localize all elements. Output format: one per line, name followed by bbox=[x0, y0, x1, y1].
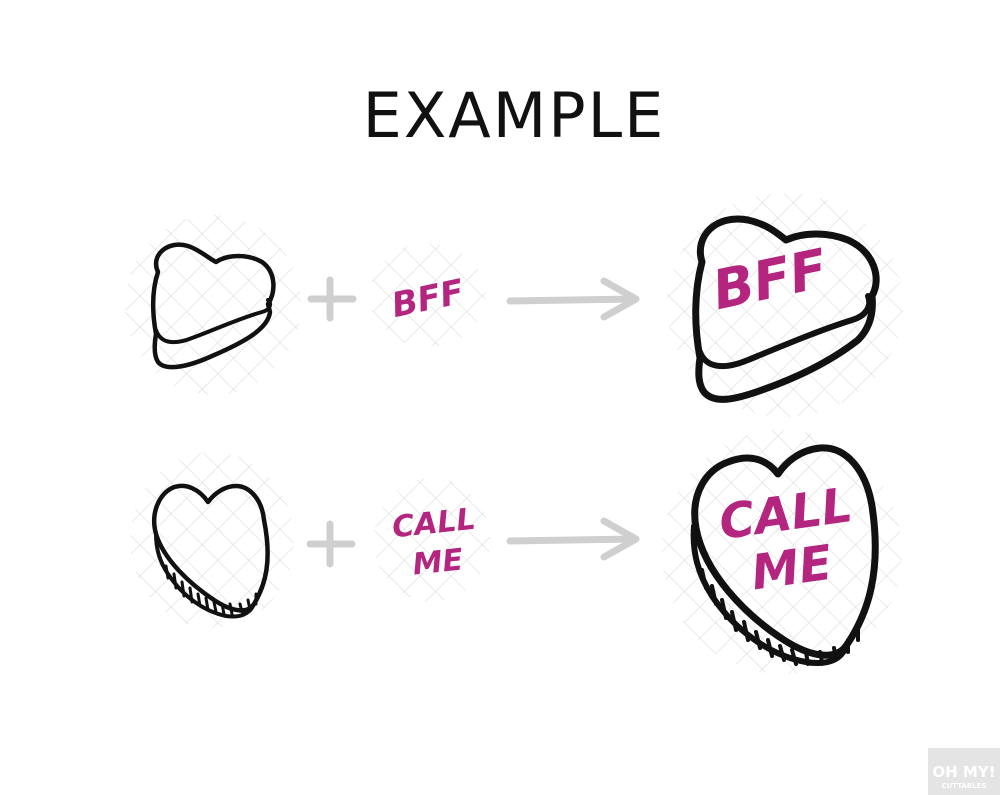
candy-heart-icon bbox=[125, 215, 301, 395]
phrase-swatch-bff: BFF bbox=[370, 243, 486, 347]
watermark-line2: CUTTABLES bbox=[941, 782, 986, 790]
page-title: EXAMPLE bbox=[363, 79, 666, 152]
plus-icon bbox=[307, 276, 357, 322]
phrase-text-call-me-line1: CALL bbox=[391, 502, 478, 546]
row-call-me: CALL ME CALL ME bbox=[130, 430, 902, 674]
candy-heart-icon bbox=[130, 452, 294, 628]
candy-heart-result-call-me: CALL ME bbox=[662, 430, 902, 674]
phrase-text-call-me-line2: ME bbox=[411, 542, 465, 582]
arrow-right-icon bbox=[506, 277, 640, 321]
phrase-swatch-call-me: CALL ME bbox=[374, 478, 490, 602]
watermark-line1: OH MY! bbox=[932, 763, 995, 781]
plus-icon bbox=[306, 520, 356, 568]
arrow-right-icon bbox=[506, 517, 640, 561]
result-text-call-me-line2: ME bbox=[748, 535, 836, 602]
watermark-logo: OH MY! CUTTABLES bbox=[928, 748, 1000, 795]
row-bff: BFF BFF bbox=[125, 193, 903, 417]
candy-heart-result-bff: BFF bbox=[667, 193, 903, 417]
